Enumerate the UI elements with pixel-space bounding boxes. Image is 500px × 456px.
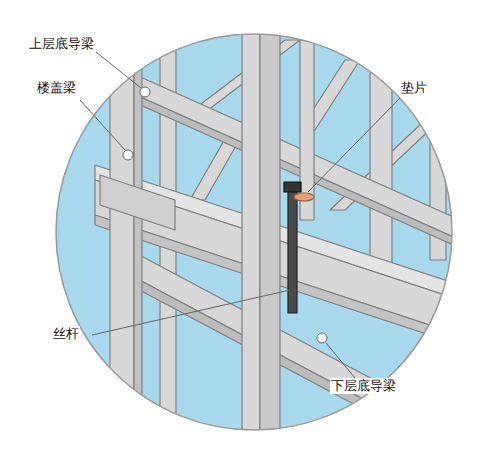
leader-line <box>308 98 400 192</box>
leader-line <box>96 52 141 88</box>
part-label: 下层底导梁 <box>330 378 397 394</box>
part-label: 垫片 <box>400 80 428 96</box>
leader-line <box>326 343 355 378</box>
part-label: 上层底导梁 <box>28 36 95 52</box>
part-label: 丝杆 <box>52 326 80 342</box>
part-label: 楼盖梁 <box>36 80 77 96</box>
leader-line <box>92 290 290 335</box>
threaded-rod <box>288 188 297 313</box>
leader-line <box>80 100 125 150</box>
washer <box>294 193 314 201</box>
